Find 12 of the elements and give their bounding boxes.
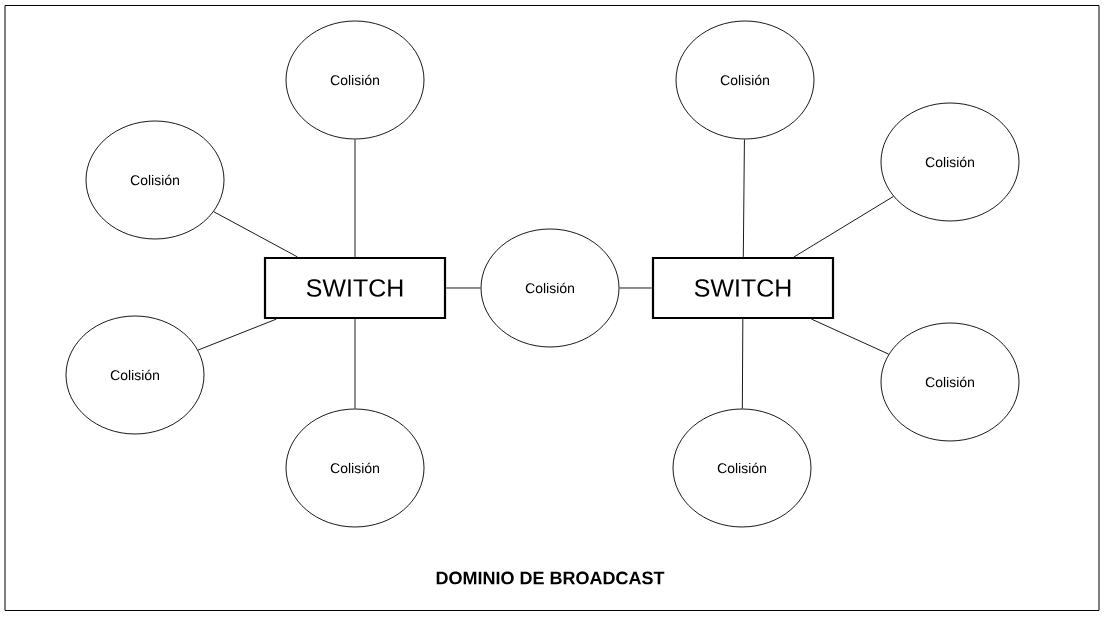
connector-line xyxy=(354,318,356,409)
connector-line xyxy=(197,318,277,351)
connector-line xyxy=(741,318,744,409)
connector-line xyxy=(810,318,890,355)
connector-line xyxy=(619,287,653,289)
switch-box: SWITCH xyxy=(651,256,835,320)
connector-line xyxy=(793,196,894,258)
connector-line xyxy=(742,139,745,258)
switch-box: SWITCH xyxy=(263,256,447,320)
connector-line xyxy=(213,211,298,258)
connector-line xyxy=(445,287,481,289)
connector-line xyxy=(354,139,356,258)
